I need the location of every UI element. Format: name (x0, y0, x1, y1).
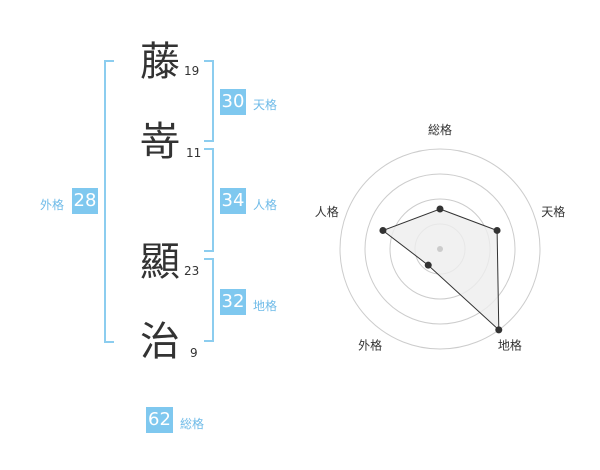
soukaku-label: 総格 (180, 417, 205, 431)
radar-data-polygon (381, 208, 500, 332)
jinkaku-score: 34 (220, 188, 246, 214)
gaikaku-label: 外格 (40, 198, 65, 212)
name-char-3: 顯 (140, 239, 180, 285)
tenkaku-bracket (204, 60, 214, 142)
radar-axis-label-3: 地格 (498, 337, 522, 352)
gaikaku-score: 28 (72, 188, 98, 214)
radar-axis-label-5: 人格 (315, 204, 339, 219)
radar-point-1 (436, 205, 444, 213)
radar-point-5 (379, 226, 387, 234)
gaikaku-bracket (104, 60, 114, 343)
stroke-count-1: 19 (184, 64, 200, 78)
radar-axis-label-4: 外格 (358, 337, 382, 352)
radar-axis-label-1: 総格 (428, 122, 452, 137)
radar-axis-label-2: 天格 (541, 204, 565, 219)
chikaku-bracket (204, 258, 214, 342)
jinkaku-bracket (204, 148, 214, 252)
radar-center-point (437, 246, 443, 252)
radar-point-3 (495, 326, 503, 334)
radar-ring-4 (339, 148, 541, 350)
name-char-2: 嵜 (140, 119, 180, 165)
name-char-1: 藤 (140, 39, 180, 85)
stroke-count-3: 23 (184, 264, 200, 278)
jinkaku-label: 人格 (253, 198, 278, 212)
soukaku-score: 62 (146, 407, 173, 433)
stroke-count-4: 9 (190, 346, 198, 360)
radar-ring-3 (364, 173, 516, 325)
radar-point-4 (424, 261, 432, 269)
chikaku-score: 32 (220, 289, 246, 315)
chikaku-label: 地格 (253, 299, 278, 313)
stroke-count-2: 11 (186, 146, 202, 160)
tenkaku-label: 天格 (253, 98, 278, 112)
tenkaku-score: 30 (220, 89, 246, 115)
name-char-4: 治 (140, 319, 180, 365)
radar-point-2 (493, 226, 501, 234)
